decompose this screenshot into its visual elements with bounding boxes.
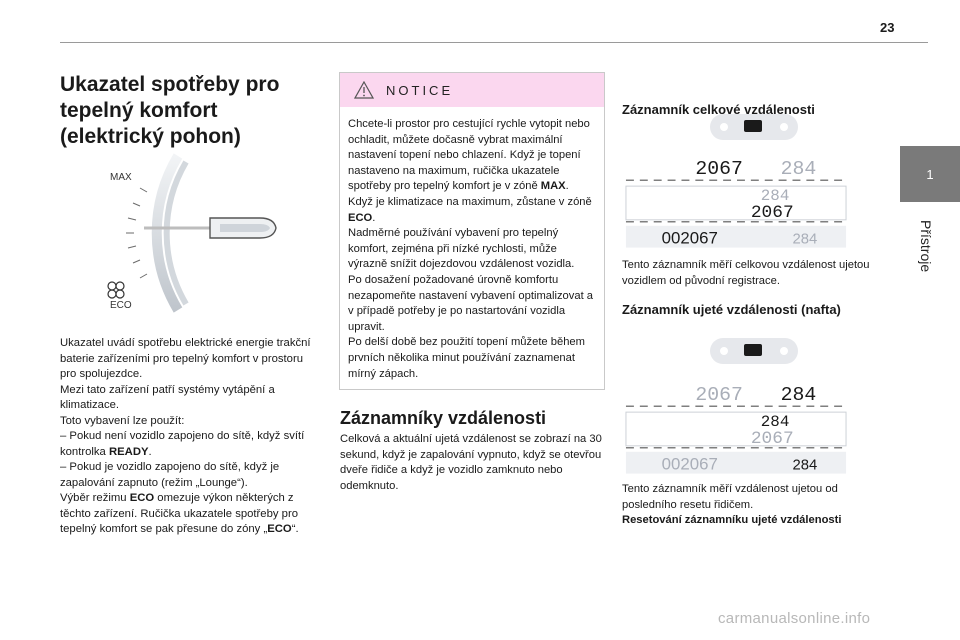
display-total-value: 002067: [662, 229, 718, 248]
notice-box: NOTICE Chcete-li prostor pro cestující r…: [339, 72, 605, 390]
page-number: 23: [880, 20, 895, 35]
header-rule: [60, 42, 928, 43]
total-distance-text: Tento záznamník měří celkovou vzdálenost…: [622, 259, 870, 287]
display-total-value: 002067: [662, 455, 718, 474]
notice-body: Chcete-li prostor pro cestující rychle v…: [340, 107, 604, 382]
notice-paragraph: Nadměrné používání vybavení pro tepelný …: [348, 227, 575, 271]
eco-leaf-icon: [107, 281, 125, 299]
gauge-max-label: MAX: [110, 172, 132, 183]
notice-title: NOTICE: [386, 82, 454, 98]
gauge-eco-label: ECO: [110, 300, 132, 311]
chapter-label: Přístroje: [918, 220, 934, 273]
display-trip-value: 284: [781, 157, 817, 180]
gauge-needle: [144, 217, 277, 239]
chapter-tab[interactable]: 1: [900, 146, 960, 202]
display-total-value: 2067: [695, 383, 743, 406]
trip-distance-title: Záznamník ujeté vzdálenosti (nafta): [622, 302, 841, 317]
notice-header: NOTICE: [340, 73, 604, 107]
eco-paragraph: Výběr režimu ECO omezuje výkon některých…: [60, 492, 299, 535]
display-trip-value: 284: [761, 413, 790, 431]
total-odometer-display: 2067 284 284 2067 002067 284: [622, 152, 850, 250]
display-trip-value: 284: [761, 187, 790, 205]
notice-paragraph: Po dosažení požadované úrovně komfortu n…: [348, 273, 594, 333]
watermark-footer: carmanualsonline.info: [718, 610, 871, 627]
notice-paragraph: Po delší době bez použití topení můžete …: [348, 336, 585, 380]
notice-paragraph: Chcete-li prostor pro cestující rychle v…: [348, 118, 592, 224]
dashboard-button-icon: [710, 338, 798, 364]
warning-icon: [354, 81, 374, 99]
consumption-paragraph: Mezi tato zařízení patří systémy vytápěn…: [60, 383, 275, 412]
consumption-section: Ukazatel spotřeby pro tepelný komfort (e…: [60, 72, 312, 150]
consumption-bullet-2: – Pokud je vozidlo zapojeno do sítě, kdy…: [60, 461, 280, 489]
trip-odometer-display: 2067 284 284 2067 002067 284: [622, 378, 850, 476]
display-trip-value: 284: [793, 458, 818, 474]
display-total-value: 2067: [751, 203, 794, 223]
display-trip-value: 284: [781, 383, 817, 406]
thermal-comfort-gauge-illustration: MAX ECO: [107, 153, 277, 313]
display-total-value: 2067: [751, 429, 794, 449]
distance-recorders-title: Záznamníky vzdálenosti: [340, 408, 547, 428]
consumption-description: Ukazatel uvádí spotřebu elektrické energ…: [60, 336, 312, 538]
consumption-paragraph: Toto vybavení lze použít:: [60, 414, 185, 427]
trip-reset-heading: Resetování záznamníku ujeté vzdálenosti: [622, 514, 842, 527]
distance-recorders-text: Celková a aktuální ujetá vzdálenost se z…: [340, 433, 602, 492]
total-distance-title: Záznamník celkové vzdálenosti: [622, 102, 815, 117]
display-total-value: 2067: [695, 157, 743, 180]
consumption-bullet-1: – Pokud není vozidlo zapojeno do sítě, k…: [60, 430, 305, 458]
dashboard-button-icon: [710, 114, 798, 140]
trip-distance-paragraph: Tento záznamník měří vzdálenost ujetou o…: [622, 483, 838, 511]
consumption-title: Ukazatel spotřeby pro tepelný komfort (e…: [60, 73, 280, 148]
chapter-number: 1: [926, 166, 934, 182]
display-trip-value: 284: [793, 232, 818, 248]
consumption-paragraph: Ukazatel uvádí spotřebu elektrické energ…: [60, 337, 311, 380]
trip-distance-text: Tento záznamník měří vzdálenost ujetou o…: [622, 482, 882, 529]
